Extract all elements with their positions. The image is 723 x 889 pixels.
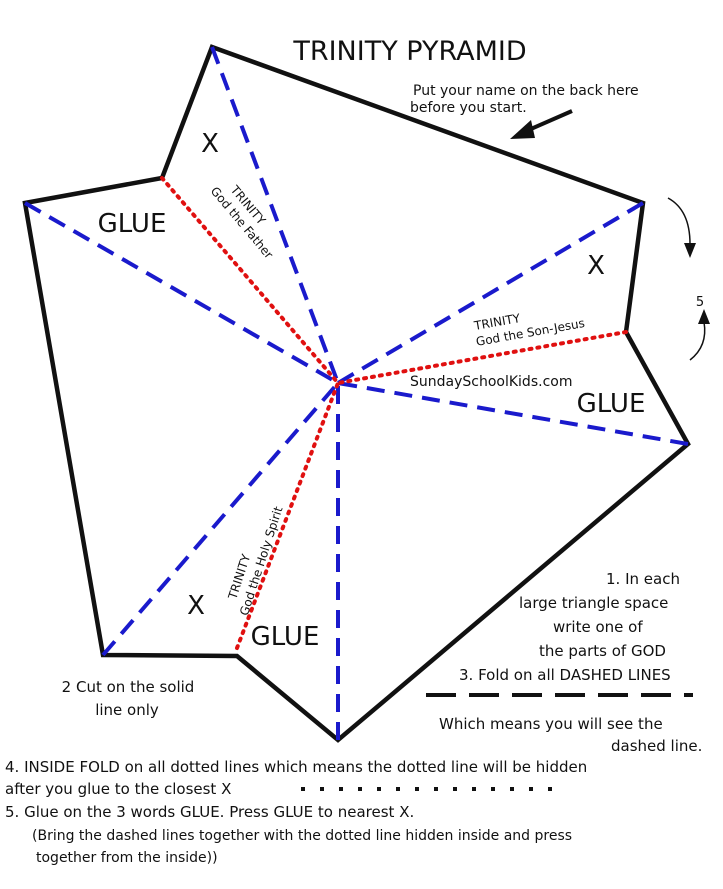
step5-line2: (Bring the dashed lines together with th…: [32, 828, 572, 844]
cut-outline: [22, 44, 691, 743]
dashed-fold-top: [210, 46, 340, 384]
curved-arrows: [667, 197, 706, 361]
dotted-fold-son: [336, 330, 628, 385]
dotted-fold-spirit: [235, 381, 340, 650]
watermark: SundaySchoolKids.com: [410, 374, 572, 390]
dashed-fold-lower-left: [101, 381, 340, 657]
dashed-note-line2: dashed line.: [611, 737, 702, 755]
step2-line1: 2 Cut on the solid: [62, 678, 195, 696]
name-note-line2: before you start.: [410, 100, 527, 116]
step3: 3. Fold on all DASHED LINES: [459, 666, 671, 684]
x-flap-bottom: X: [187, 591, 205, 621]
dashed-fold-right: [337, 381, 689, 446]
dashed-note-line1: Which means you will see the: [439, 715, 663, 733]
glue-label-right: GLUE: [577, 389, 646, 419]
x-flap-right: X: [587, 251, 605, 281]
step5-line3: together from the inside)): [36, 850, 218, 866]
dotted-fold-father: [160, 176, 340, 385]
dashed-fold-upper-right: [336, 201, 645, 385]
step5-line1: 5. Glue on the 3 words GLUE. Press GLUE …: [5, 803, 414, 821]
title: TRINITY PYRAMID: [292, 36, 526, 67]
arrow-icon: [510, 109, 573, 139]
dashed-fold-left: [24, 201, 339, 385]
step-marker: 5: [696, 295, 704, 310]
step4-line2: after you glue to the closest X: [5, 780, 231, 798]
arrow-down-icon: [684, 243, 696, 258]
glue-label-bottom: GLUE: [251, 622, 320, 652]
step1-line2: large triangle space: [519, 594, 668, 612]
step1-line4: the parts of GOD: [539, 642, 666, 660]
step4-line1: 4. INSIDE FOLD on all dotted lines which…: [5, 758, 587, 776]
x-flap-top: X: [201, 129, 219, 159]
name-note-line1: Put your name on the back here: [413, 83, 639, 99]
glue-label-left: GLUE: [98, 209, 167, 239]
step1-line3: write one of: [553, 618, 643, 636]
dotted-fold-lines: [160, 176, 628, 650]
dashed-fold-lines: [24, 46, 689, 740]
arrow-up-icon: [698, 309, 710, 324]
step1-line1: 1. In each: [606, 570, 680, 588]
step2-line2: line only: [95, 701, 159, 719]
fold-label-spirit: TRINITY God the Holy Spirit: [225, 505, 285, 618]
